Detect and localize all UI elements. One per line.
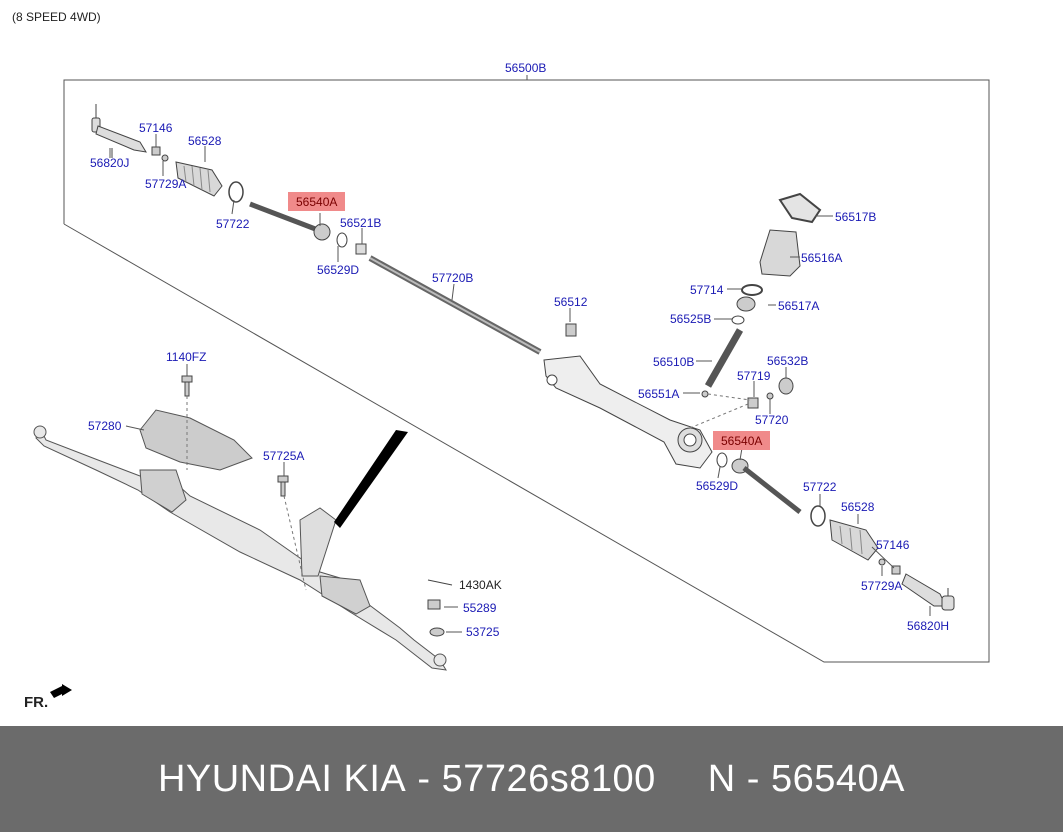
callout-57719[interactable]: 57719	[737, 369, 771, 383]
callout-57725a[interactable]: 57725A	[263, 449, 305, 463]
washer-53725	[429, 627, 445, 637]
callout-56528-left[interactable]: 56528	[188, 134, 222, 148]
bolt-57725a	[277, 475, 289, 497]
front-arrow-icon	[50, 684, 72, 698]
callout-57146-right[interactable]: 57146	[876, 538, 910, 552]
callout-56517b[interactable]: 56517B	[835, 210, 877, 224]
screw-56551a	[701, 390, 709, 398]
spring-57720	[766, 392, 774, 400]
callout-56525b[interactable]: 56525B	[670, 312, 712, 326]
callout-57280[interactable]: 57280	[88, 419, 122, 433]
callout-56532b[interactable]: 56532B	[767, 354, 809, 368]
clip-57729a-left	[161, 154, 169, 162]
boot-56528-left	[175, 161, 223, 197]
callout-56521b[interactable]: 56521B	[340, 216, 382, 230]
callout-57729a-left[interactable]: 57729A	[145, 177, 187, 191]
callout-56528-right[interactable]: 56528	[841, 500, 875, 514]
callout-55289[interactable]: 55289	[463, 601, 497, 615]
footer-ref-prefix: N	[707, 757, 736, 800]
ring-57722-right	[810, 505, 826, 527]
plug-56532b	[778, 377, 794, 395]
input-shaft-pointer	[334, 430, 408, 528]
callout-56551a[interactable]: 56551A	[638, 387, 680, 401]
ring-56529d-right	[716, 452, 728, 468]
cover-56517b	[778, 192, 822, 224]
plug-56512	[565, 323, 577, 337]
footer-part-number: 57726s8100	[441, 757, 656, 800]
callout-57146-left[interactable]: 57146	[139, 121, 173, 135]
callout-56529d-left[interactable]: 56529D	[317, 263, 360, 277]
callout-57729a-right[interactable]: 57729A	[861, 579, 903, 593]
heat-shield-57280	[139, 409, 253, 471]
pinion-shaft-56510b	[704, 328, 744, 388]
callout-1430ak[interactable]: 1430AK	[459, 578, 502, 592]
callout-56529d-right[interactable]: 56529D	[696, 479, 739, 493]
bolt-1140fz	[181, 375, 193, 397]
callout-56540a-left[interactable]: 56540A	[288, 192, 346, 211]
callout-57722-left[interactable]: 57722	[216, 217, 250, 231]
clip-57729a-right	[878, 558, 886, 566]
callout-53725[interactable]: 53725	[466, 625, 500, 639]
nut-57146-right	[891, 565, 901, 575]
callout-57722-right[interactable]: 57722	[803, 480, 837, 494]
exploded-parts-diagram	[33, 75, 990, 698]
callout-56510b[interactable]: 56510B	[653, 355, 695, 369]
callout-56820j[interactable]: 56820J	[90, 156, 130, 170]
callout-57714[interactable]: 57714	[690, 283, 724, 297]
ring-57714	[741, 284, 763, 296]
bearing-56517a	[736, 296, 756, 312]
callout-1140fz[interactable]: 1140FZ	[166, 350, 207, 364]
boot-56528-right	[829, 519, 879, 561]
rack-housing	[543, 355, 713, 469]
inner-tie-rod-left	[249, 201, 319, 233]
inner-tie-rod-right	[742, 466, 802, 514]
footer-brand: HYUNDAI KIA	[157, 757, 407, 800]
callout-57720[interactable]: 57720	[755, 413, 789, 427]
tie-rod-end-upper-left	[91, 104, 147, 158]
callout-56820h[interactable]: 56820H	[907, 619, 950, 633]
front-direction-label: FR.	[24, 694, 49, 711]
callout-56500b[interactable]: 56500B	[505, 61, 547, 75]
callout-56517a[interactable]: 56517A	[778, 299, 820, 313]
ring-56529d-left	[336, 232, 348, 248]
callout-57720b[interactable]: 57720B	[432, 271, 474, 285]
footer-banner: HYUNDAI KIA - 57726s8100 N - 56540A	[0, 726, 1063, 832]
yoke-57719	[747, 397, 759, 409]
ring-57722-left	[228, 181, 244, 203]
callout-56512[interactable]: 56512	[554, 295, 588, 309]
assembled-steering-gear	[33, 425, 447, 671]
seal-56525b	[731, 315, 745, 325]
nut-57146-left	[151, 146, 161, 156]
assembly-boundary	[63, 79, 990, 663]
dust-cover-56516a	[759, 229, 801, 277]
bushing-56521b	[355, 243, 367, 255]
tie-rod-end-lower-right	[901, 573, 955, 611]
callout-56540a-right[interactable]: 56540A	[713, 431, 771, 450]
callout-56516a[interactable]: 56516A	[801, 251, 843, 265]
footer-ref-number: 56540A	[771, 757, 906, 800]
diagram-subtitle: (8 SPEED 4WD)	[12, 10, 101, 24]
nut-55289	[427, 599, 441, 610]
